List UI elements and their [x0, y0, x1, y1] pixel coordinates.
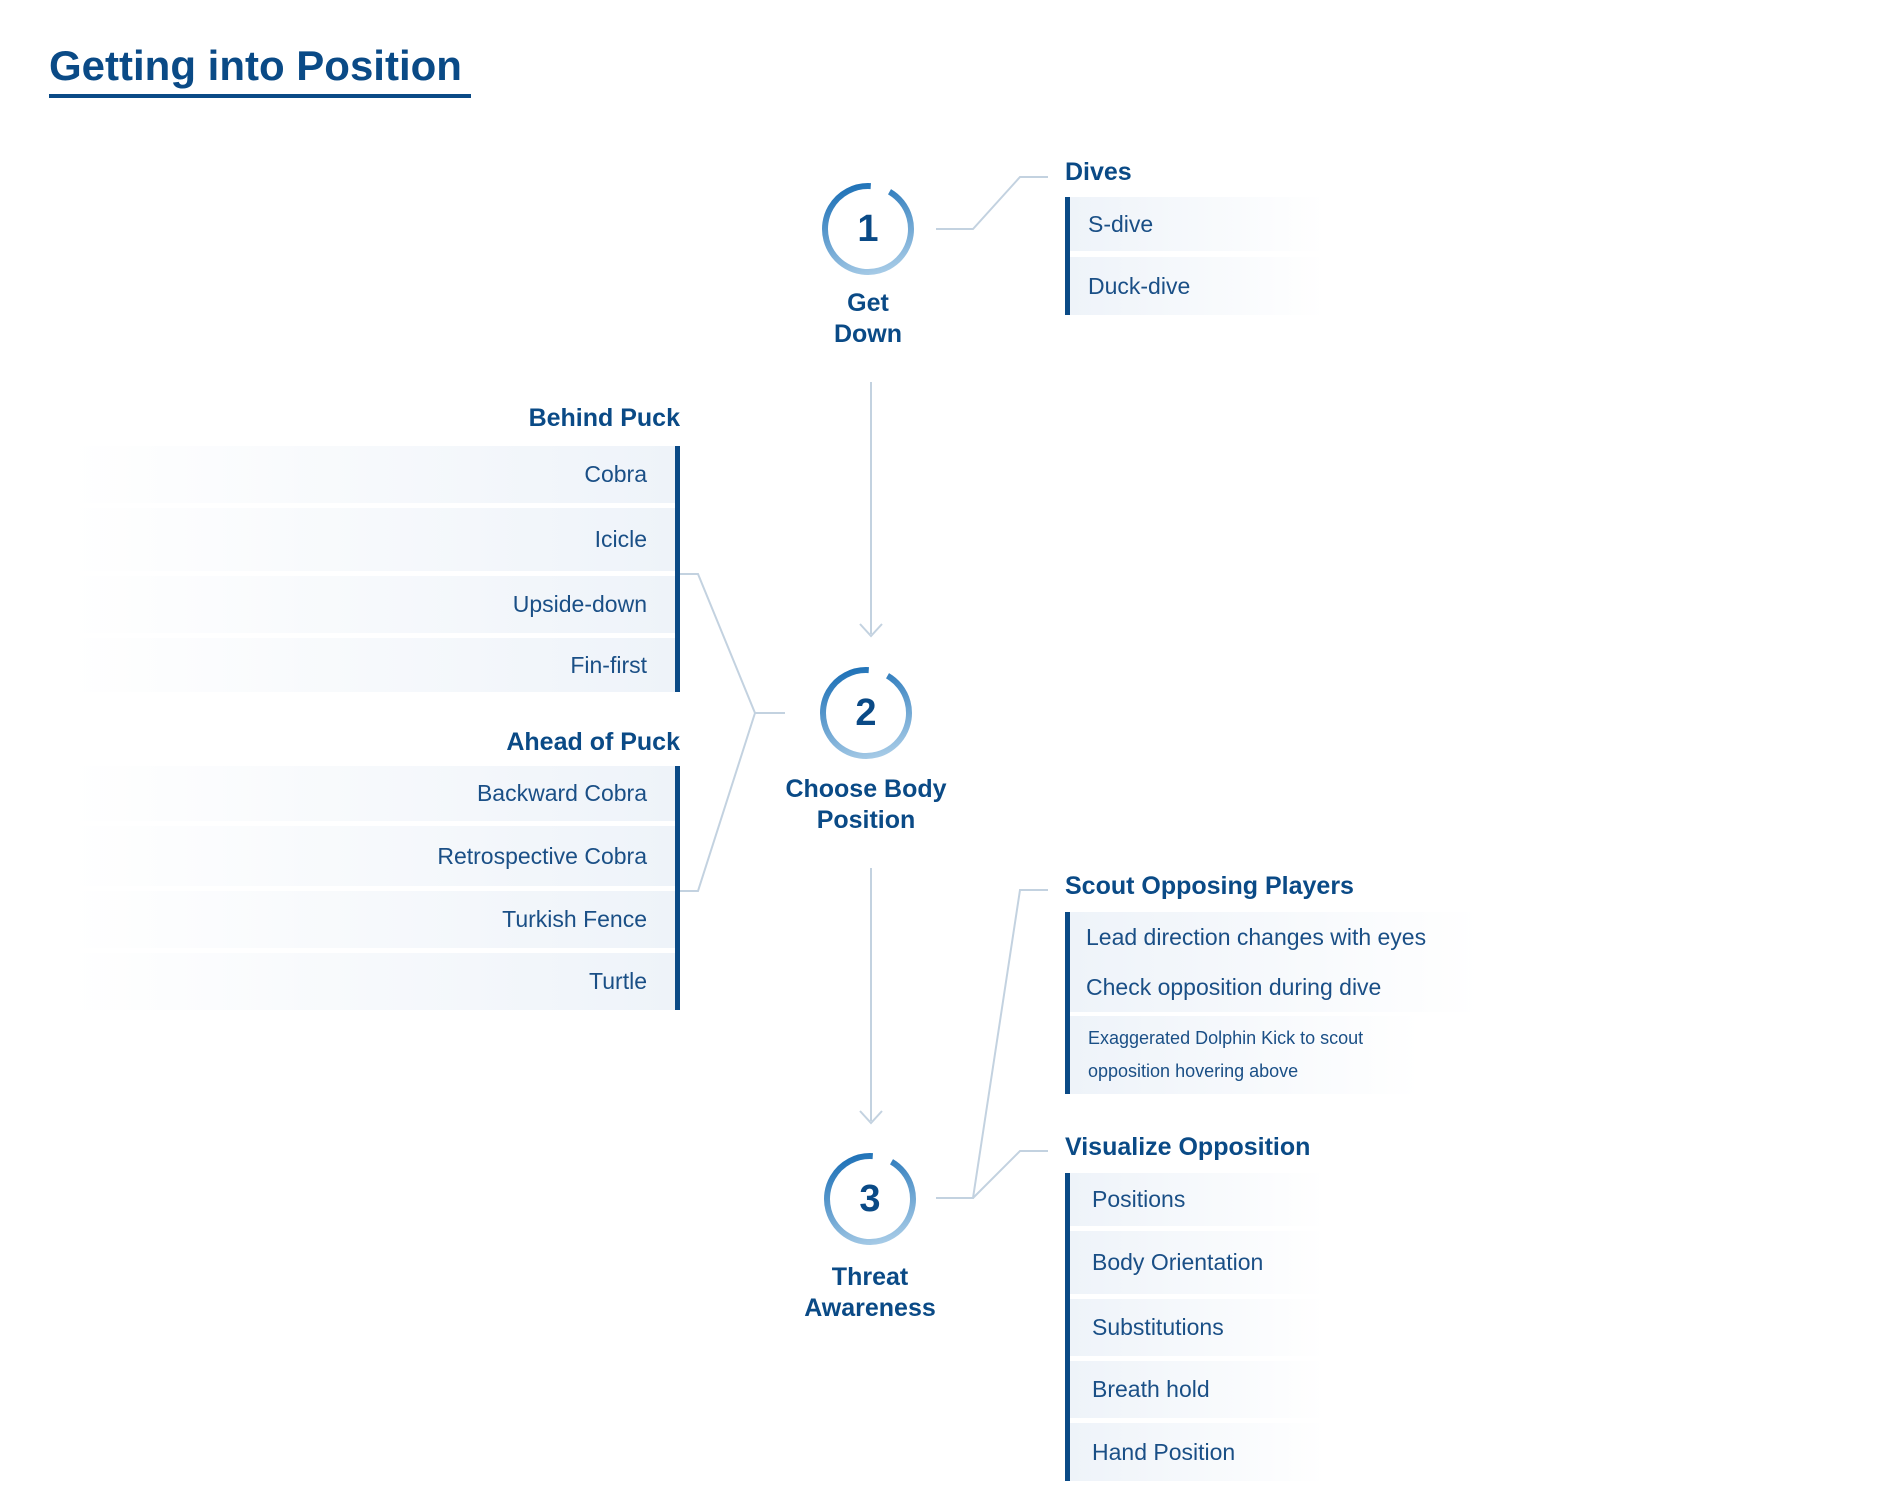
list-item: Lead direction changes with eyes — [1070, 912, 1480, 962]
arrowhead-step3 — [859, 1110, 883, 1125]
list-item: Backward Cobra — [70, 766, 675, 821]
step-label: Choose Body Position — [785, 775, 947, 834]
connector-visualize — [972, 1150, 1048, 1199]
list-item: Turtle — [70, 953, 675, 1010]
item-list: Positions Body Orientation Substitutions… — [1065, 1173, 1325, 1481]
progress-ring-icon — [822, 183, 914, 275]
connector-scout — [936, 889, 1048, 1199]
list-item: Duck-dive — [1070, 257, 1325, 315]
group-visualize-opposition: Visualize Opposition Positions Body Orie… — [1065, 1133, 1365, 1483]
step-number: 2 — [855, 692, 877, 734]
list-item: Retrospective Cobra — [70, 826, 675, 886]
group-title: Visualize Opposition — [1065, 1133, 1311, 1161]
page-title: Getting into Position — [49, 42, 471, 98]
step-number: 1 — [857, 208, 879, 250]
list-item: Check opposition during dive — [1070, 962, 1480, 1012]
item-list: Backward Cobra Retrospective Cobra Turki… — [70, 766, 680, 1010]
list-item: Icicle — [70, 508, 675, 571]
list-item: Substitutions — [1070, 1299, 1325, 1356]
group-scout-opposing-players: Scout Opposing Players Lead direction ch… — [1065, 872, 1485, 1097]
group-ahead-of-puck: Ahead of Puck Backward Cobra Retrospecti… — [70, 728, 680, 1010]
item-list: Cobra Icicle Upside-down Fin-first — [70, 446, 680, 692]
list-item: Exaggerated Dolphin Kick to scout opposi… — [1070, 1016, 1420, 1094]
step-label: Get Down — [833, 289, 903, 348]
progress-ring-icon — [824, 1153, 916, 1245]
step-threat-awareness: 3 Threat Awareness — [720, 1150, 1020, 1330]
group-title: Dives — [1065, 158, 1132, 186]
list-item: Body Orientation — [1070, 1231, 1325, 1294]
list-item: Upside-down — [70, 576, 675, 633]
progress-ring-icon — [820, 667, 912, 759]
connector-step1-dives — [936, 176, 1048, 230]
list-item: Breath hold — [1070, 1361, 1325, 1418]
group-title: Scout Opposing Players — [1065, 872, 1354, 900]
item-list: S-dive Duck-dive — [1065, 197, 1325, 315]
group-title: Behind Puck — [528, 404, 680, 432]
connector-behind-puck — [680, 573, 785, 714]
step-choose-body-position: 2 Choose Body Position — [716, 664, 1016, 844]
list-item: Cobra — [70, 446, 675, 503]
list-item: Positions — [1070, 1173, 1325, 1226]
list-item: S-dive — [1070, 197, 1325, 251]
step-get-down: 1 Get Down — [718, 180, 1018, 350]
connector-ahead-of-puck — [680, 712, 756, 892]
group-title: Ahead of Puck — [506, 728, 680, 756]
arrowhead-step2 — [859, 623, 883, 638]
list-item: Hand Position — [1070, 1423, 1325, 1481]
step-number: 3 — [859, 1178, 881, 1220]
step-label: Threat Awareness — [804, 1263, 936, 1322]
list-item: Turkish Fence — [70, 891, 675, 948]
list-item: Fin-first — [70, 638, 675, 692]
item-list: Lead direction changes with eyes Check o… — [1065, 912, 1480, 1094]
group-dives: Dives S-dive Duck-dive — [1065, 158, 1325, 318]
group-behind-puck: Behind Puck Cobra Icicle Upside-down Fin… — [70, 404, 680, 694]
